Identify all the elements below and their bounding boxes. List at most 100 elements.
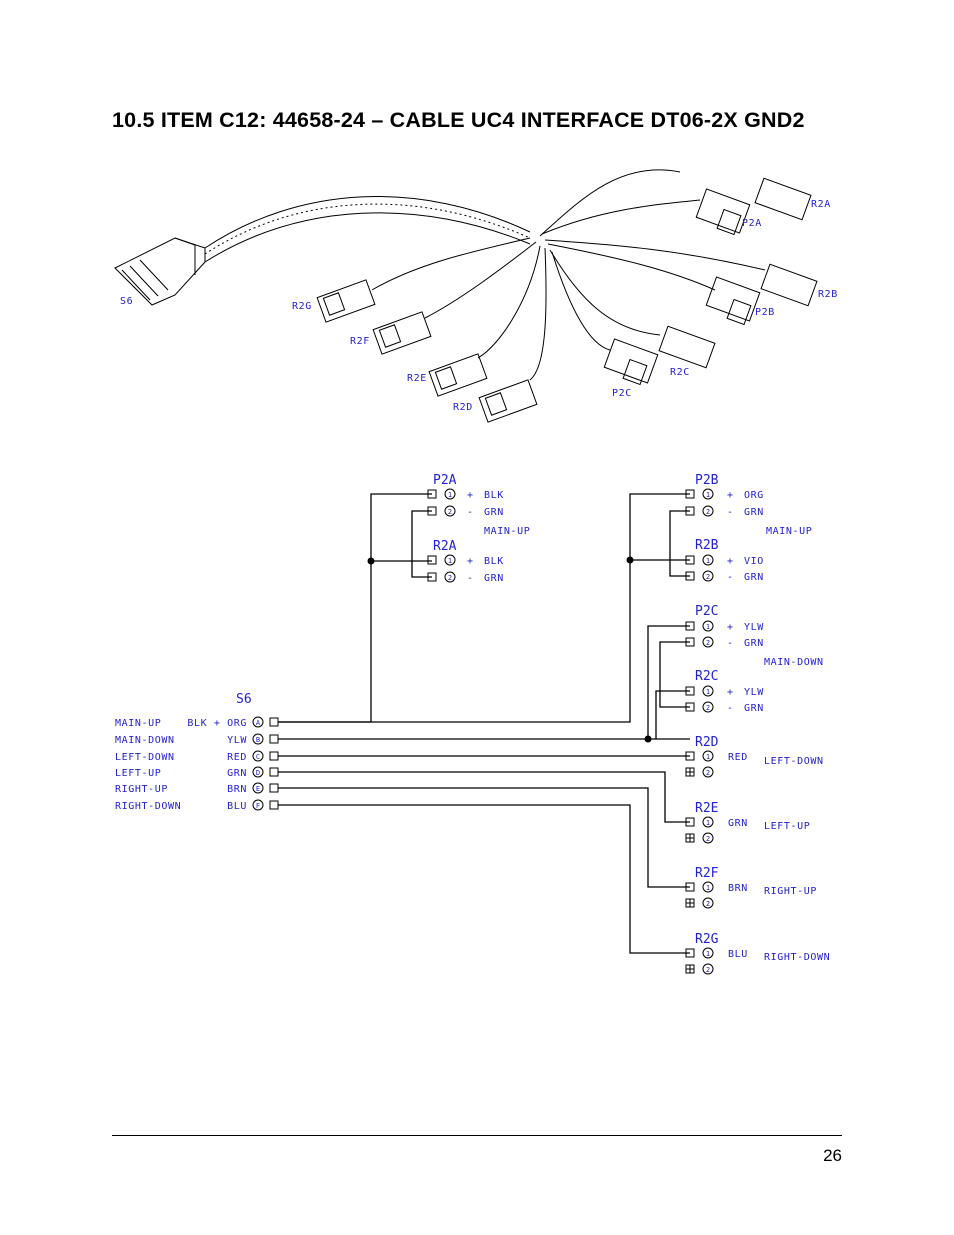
pin-sign: - <box>727 703 734 714</box>
pin-wire-color: GRN <box>744 572 764 583</box>
s6-row-color: GRN <box>227 768 247 779</box>
harness-label: S6 <box>120 296 133 307</box>
group-label: MAIN-UP <box>484 526 530 537</box>
pin-number: 2 <box>448 574 452 582</box>
pin-wire-color: BLK <box>484 556 504 567</box>
s6-row-pin: E <box>256 785 260 793</box>
connector-label: R2C <box>695 669 718 684</box>
pin-number: 1 <box>706 623 710 631</box>
p2b-connector-drawing <box>705 276 761 326</box>
s6-connector-label: S6 <box>236 692 252 707</box>
unused-pin-number: 2 <box>706 835 710 843</box>
connector-label: P2C <box>695 604 718 619</box>
pin-number: 1 <box>706 688 710 696</box>
group-label: MAIN-UP <box>766 526 812 537</box>
pin-number: 2 <box>706 639 710 647</box>
connector-function: RIGHT-UP <box>764 886 817 897</box>
s6-row-pin: B <box>256 736 260 744</box>
pin-wire-color: RED <box>728 752 748 763</box>
connector-label: R2F <box>695 866 719 881</box>
p2a-connector: P2A 1 + BLK 2 - GRN <box>427 473 504 518</box>
pin-number: 2 <box>448 508 452 516</box>
pin-number: 1 <box>706 753 710 761</box>
pin-number: 1 <box>706 491 710 499</box>
p2b-connector: P2B 1 + ORG 2 - GRN <box>685 473 764 518</box>
p2c-connector-drawing <box>603 338 659 386</box>
r2d-connector-drawing <box>478 379 538 423</box>
unused-pin-number: 2 <box>706 769 710 777</box>
pin-number: 2 <box>706 508 710 516</box>
pin-wire-color: YLW <box>744 687 764 698</box>
page-heading: 10.5 ITEM C12: 44658-24 – CABLE UC4 INTE… <box>112 108 805 132</box>
s6-row-color: RED <box>227 752 247 763</box>
pin-number: 2 <box>706 704 710 712</box>
footer-rule <box>112 1135 842 1136</box>
p2a-connector-drawing <box>695 188 751 236</box>
s6-row-color: BLK + ORG <box>187 718 247 729</box>
r2e-connector-drawing <box>428 353 488 397</box>
s6-row-function: RIGHT-UP <box>115 784 168 795</box>
wire-traces <box>278 493 690 954</box>
connector-function: LEFT-DOWN <box>764 756 824 767</box>
s6-row-pin: D <box>256 769 260 777</box>
harness-label: R2C <box>670 367 690 378</box>
splice-dot <box>644 735 652 743</box>
r2g-connector-drawing <box>316 279 376 323</box>
s6-connector-drawing <box>114 237 206 306</box>
unused-pin-number: 2 <box>706 966 710 974</box>
harness-label: P2B <box>755 307 775 318</box>
pin-sign: + <box>467 556 474 567</box>
r2f-connector: R2F 1 BRN RIGHT-UP 2 <box>685 866 817 909</box>
s6-row-pin: F <box>256 802 260 810</box>
s6-row-pin: A <box>256 719 261 727</box>
harness-label: R2E <box>407 373 427 384</box>
wiring-schematic: S6 MAIN-UP BLK + ORG A MAIN-DOWN YLW B L… <box>115 473 830 975</box>
p2c-connector: P2C 1 + YLW 2 - GRN <box>685 604 764 649</box>
connector-label: R2E <box>695 801 718 816</box>
unused-pin-number: 2 <box>706 900 710 908</box>
pin-wire-color: GRN <box>484 573 504 584</box>
harness-label: R2F <box>350 336 370 347</box>
pin-number: 2 <box>706 573 710 581</box>
pin-wire-color: BLK <box>484 490 504 501</box>
r2a-connector-drawing <box>754 177 812 221</box>
r2b-connector: R2B 1 + VIO 2 - GRN <box>685 538 764 583</box>
r2e-connector: R2E 1 GRN LEFT-UP 2 <box>685 801 810 844</box>
connector-label: R2G <box>695 932 719 947</box>
s6-row-function: MAIN-DOWN <box>115 735 175 746</box>
harness-label: R2D <box>453 402 473 413</box>
r2a-connector: R2A 1 + BLK 2 - GRN <box>427 539 504 584</box>
s6-row: RIGHT-UP BRN E <box>115 782 279 795</box>
harness-drawing: S6 R2G R2F R2E R2D R2A P2A R2B P2B P2C R… <box>114 169 838 423</box>
pin-sign: + <box>727 687 734 698</box>
pin-wire-color: BRN <box>728 883 748 894</box>
harness-label: P2C <box>612 388 632 399</box>
pin-number: 1 <box>706 884 710 892</box>
r2c-connector-drawing <box>658 325 716 369</box>
pin-wire-color: ORG <box>744 490 764 501</box>
pin-number: 1 <box>448 491 452 499</box>
s6-row-color: BLU <box>227 801 247 812</box>
s6-row: MAIN-DOWN YLW B <box>115 733 279 746</box>
pin-wire-color: GRN <box>728 818 748 829</box>
connector-label: P2B <box>695 473 719 488</box>
pin-wire-color: GRN <box>484 507 504 518</box>
splice-dot <box>626 556 634 564</box>
harness-label: R2A <box>811 199 831 210</box>
harness-label: R2B <box>818 289 838 300</box>
pin-wire-color: GRN <box>744 638 764 649</box>
r2d-connector: R2D 1 RED LEFT-DOWN 2 <box>685 735 824 778</box>
s6-connector: S6 MAIN-UP BLK + ORG A MAIN-DOWN YLW B L… <box>115 692 279 812</box>
s6-row-function: MAIN-UP <box>115 718 161 729</box>
s6-row: RIGHT-DOWN BLU F <box>115 799 279 812</box>
pin-wire-color: VIO <box>744 556 764 567</box>
pin-wire-color: GRN <box>744 507 764 518</box>
r2f-connector-drawing <box>372 311 432 355</box>
s6-row-function: LEFT-DOWN <box>115 752 175 763</box>
pin-sign: - <box>727 507 734 518</box>
s6-row-color: YLW <box>227 735 247 746</box>
pin-sign: + <box>727 622 734 633</box>
pin-wire-color: GRN <box>744 703 764 714</box>
harness-label: R2G <box>292 301 312 312</box>
